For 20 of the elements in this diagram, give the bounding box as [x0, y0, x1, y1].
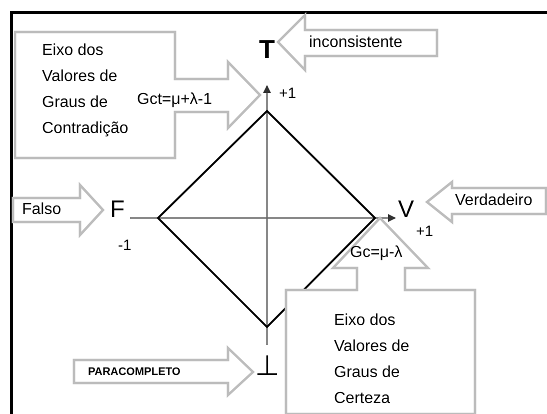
callout-text: PARACOMPLETO: [88, 365, 180, 379]
vertex-label: F: [110, 198, 125, 222]
axis-value: +1: [416, 224, 434, 239]
callout-arrow: [12, 184, 105, 236]
callout-text: inconsistente: [309, 33, 402, 53]
callout-text: Falso: [22, 200, 62, 220]
formula-text: Gct=μ+λ-1: [137, 90, 212, 110]
callout-text: Eixo dos Valores de Graus de Contradição: [42, 41, 130, 139]
axis-value: -1: [118, 238, 132, 253]
callout-arrow: [277, 14, 439, 72]
axis-value: +1: [279, 86, 296, 101]
callout-text: Eixo dos Valores de Graus de Certeza: [334, 311, 410, 409]
callout-text: Verdadeiro: [455, 191, 532, 211]
formula-text: Gc=μ-λ: [350, 243, 402, 263]
callout-arrow: [285, 217, 476, 414]
vertex-label: V: [398, 198, 414, 222]
callout-arrow: [426, 181, 547, 223]
callout-arrow: [73, 347, 255, 396]
vertex-label: T: [259, 36, 275, 62]
vertex-label: ⊥: [255, 352, 279, 380]
